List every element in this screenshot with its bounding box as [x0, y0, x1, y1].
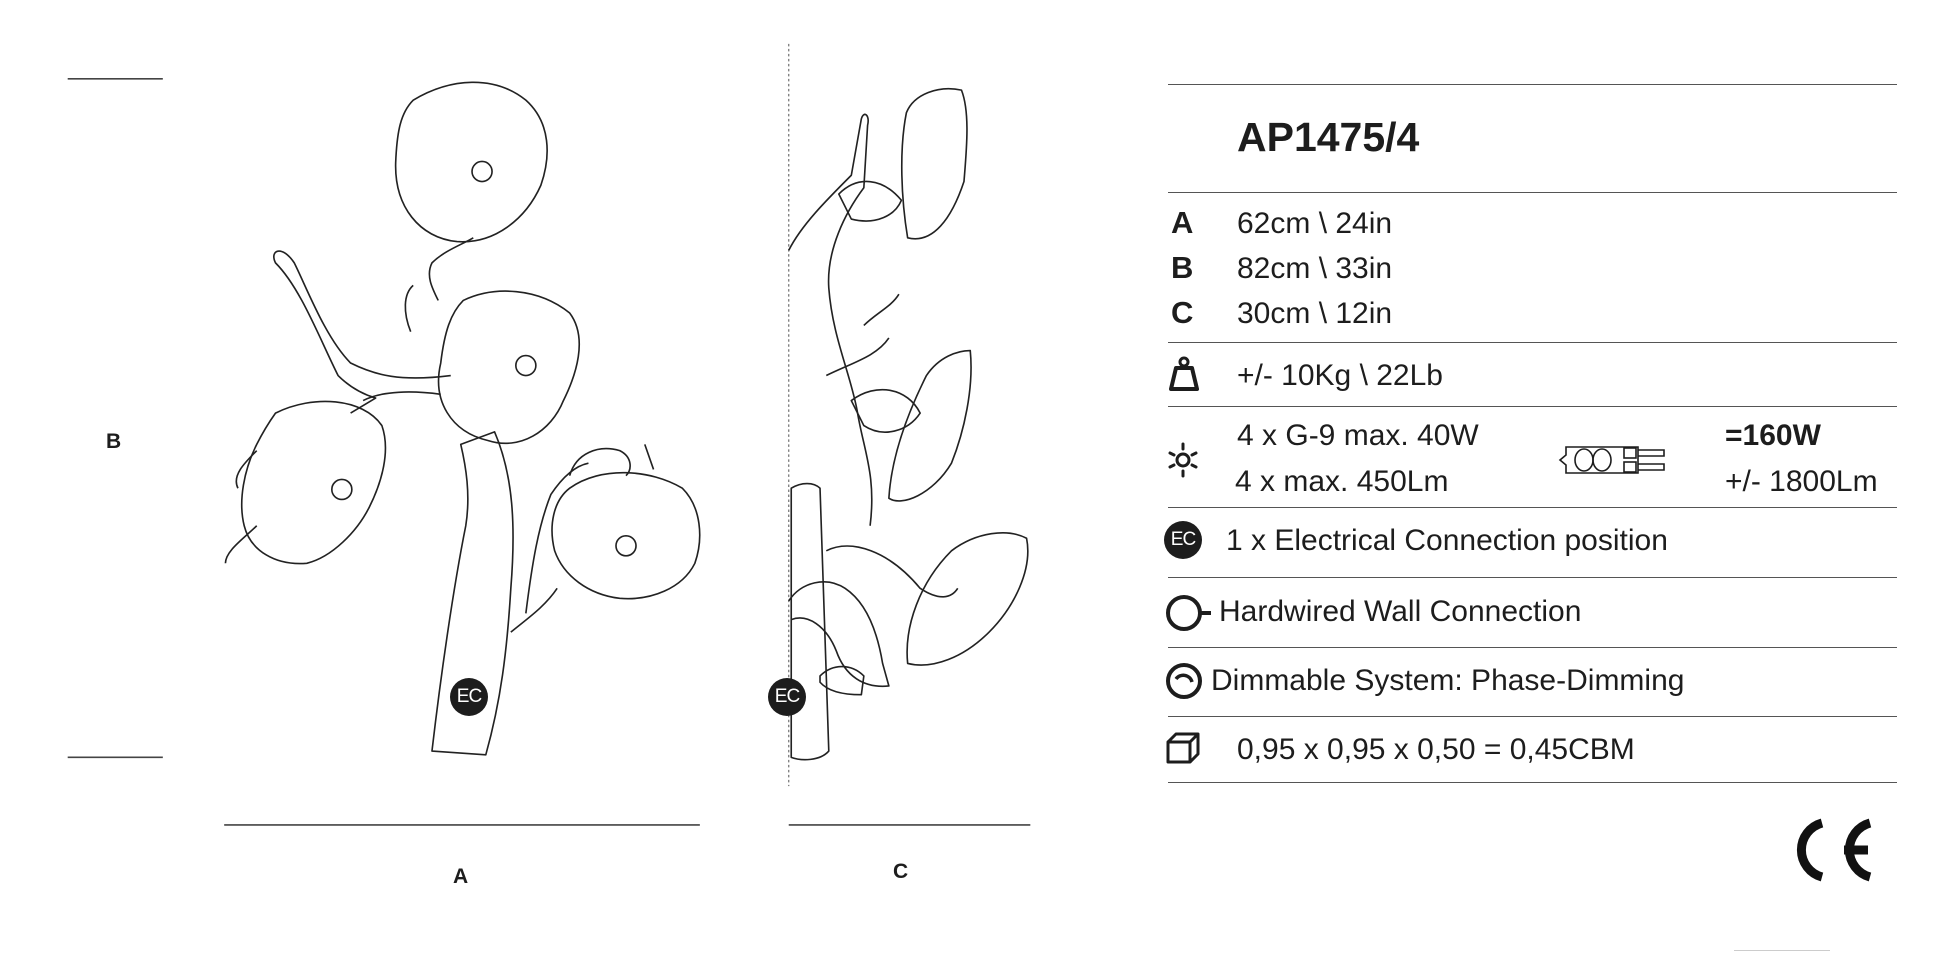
divider: [1168, 577, 1897, 578]
hardwired-icon: [1166, 595, 1211, 631]
weight-icon: [1169, 356, 1199, 391]
dimension-value-b: 82cm \ 33in: [1237, 252, 1393, 285]
dimension-value-a: 62cm \ 24in: [1237, 207, 1393, 240]
lamp-total-lumens: +/- 1800Lm: [1725, 465, 1878, 498]
hardwired-connection-text: Hardwired Wall Connection: [1219, 595, 1582, 628]
dimension-label-c: C: [893, 860, 909, 883]
dimmer-icon: [1166, 663, 1202, 699]
ec-marker-side: EC: [768, 678, 806, 716]
divider: [1168, 507, 1897, 508]
ec-marker-front: EC: [450, 678, 488, 716]
front-view: [224, 81, 701, 756]
divider: [1168, 406, 1897, 407]
divider: [1168, 192, 1897, 193]
divider: [1168, 716, 1897, 717]
divider: [1168, 782, 1897, 783]
lamp-total-watts: =160W: [1725, 419, 1821, 452]
ce-mark: [1796, 818, 1872, 882]
dimension-label-a: A: [453, 865, 469, 888]
lamp-bulbs: 4 x G-9 max. 40W: [1237, 419, 1479, 452]
footer-rule: [1734, 950, 1830, 951]
sun-icon: [1168, 442, 1198, 478]
packaging-volume-text: 0,95 x 0,95 x 0,50 = 0,45CBM: [1237, 733, 1635, 766]
dimension-value-c: 30cm \ 12in: [1237, 297, 1393, 330]
electrical-connection-text: 1 x Electrical Connection position: [1226, 524, 1668, 557]
dimension-letter-c: C: [1171, 295, 1194, 330]
box-icon: [1166, 732, 1200, 764]
dimension-letter-b: B: [1171, 250, 1194, 285]
dimension-letter-a: A: [1171, 205, 1194, 240]
weight-value: +/- 10Kg \ 22Lb: [1237, 359, 1443, 392]
divider: [1168, 647, 1897, 648]
g9-bulb-icon: [1558, 446, 1665, 474]
divider: [1168, 84, 1897, 85]
divider: [1168, 342, 1897, 343]
lamp-lumens: 4 x max. 450Lm: [1235, 465, 1449, 498]
side-view: [788, 87, 1029, 761]
dimming-text: Dimmable System: Phase-Dimming: [1211, 664, 1685, 697]
dimension-label-b: B: [106, 430, 122, 453]
product-code: AP1475/4: [1237, 114, 1420, 160]
ec-badge-icon: EC: [1164, 521, 1202, 559]
